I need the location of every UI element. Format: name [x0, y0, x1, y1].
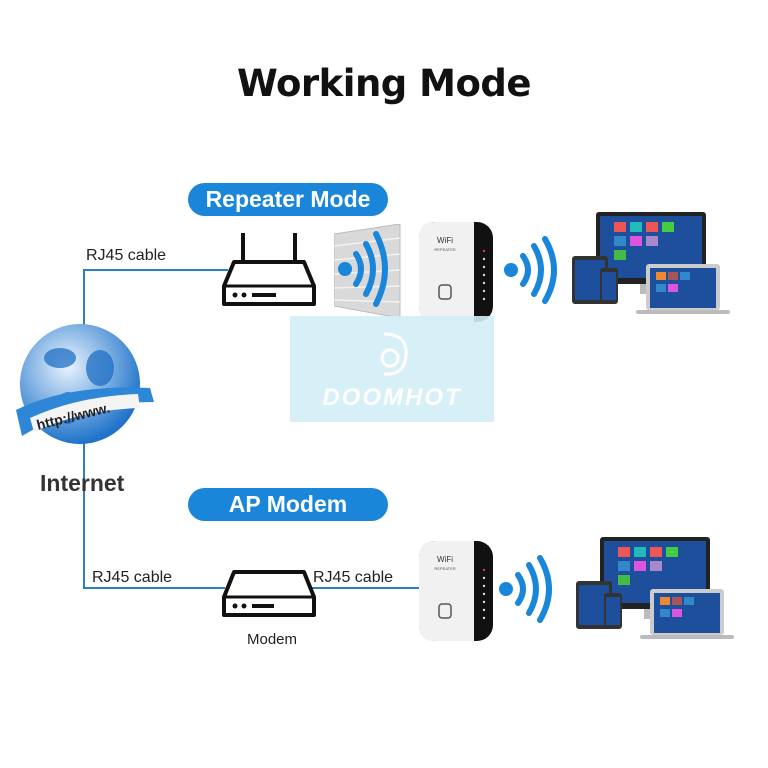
- wifi-signal-icon-ap: [499, 555, 552, 623]
- cable-line-to-modem: [83, 587, 225, 589]
- client-devices-icon-ap: [576, 537, 734, 639]
- cable-line-vertical-top: [83, 269, 85, 361]
- modem-icon: [222, 570, 316, 617]
- rj45-cable-label: RJ45 cable: [86, 247, 167, 264]
- internet-label: Internet: [40, 470, 125, 496]
- device-sub-text: REPEATER: [434, 566, 455, 571]
- device-sub-text: REPEATER: [434, 247, 455, 252]
- rj45-cable-right-label: RJ45 cable: [313, 569, 394, 586]
- page-title: Working Mode: [237, 62, 531, 105]
- wps-button: [438, 603, 452, 619]
- ap-modem-badge: AP Modem: [188, 488, 388, 521]
- wps-button: [438, 284, 452, 300]
- cable-line-vertical-bottom: [83, 440, 85, 588]
- modem-label: Modem: [247, 631, 298, 648]
- watermark-text: DOOMHOT: [322, 384, 462, 411]
- device-brand-text: WiFi: [437, 236, 453, 245]
- wifi-signal-icon: [504, 236, 557, 304]
- rj45-cable-left-label: RJ45 cable: [92, 569, 173, 586]
- client-devices-icon: [572, 212, 730, 314]
- router-icon: [222, 233, 316, 306]
- wifi-repeater-device-ap: WiFi REPEATER: [419, 541, 493, 641]
- device-brand-text: WiFi: [437, 555, 453, 564]
- internet-globe-icon: http://www.: [16, 324, 154, 444]
- cable-line-modem-to-repeater: [312, 587, 422, 589]
- wall-icon: [334, 224, 401, 318]
- watermark-logo-icon: [380, 332, 408, 376]
- wifi-repeater-device: WiFi REPEATER: [419, 222, 493, 322]
- cable-line-to-router: [83, 269, 228, 271]
- repeater-mode-badge: Repeater Mode: [188, 183, 388, 216]
